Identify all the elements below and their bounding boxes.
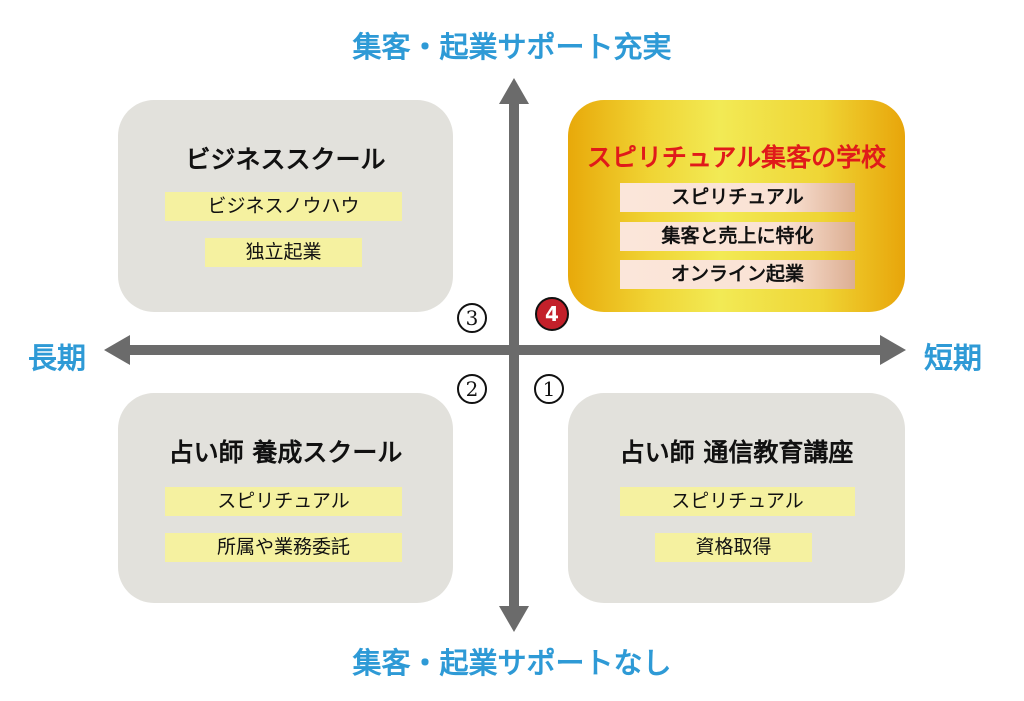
quadrant-title: スピリチュアル集客の学校 xyxy=(586,143,887,172)
tag: スピリチュアル xyxy=(620,183,855,212)
arrow-down-icon xyxy=(499,606,529,632)
axis-label-bottom: 集客・起業サポートなし xyxy=(352,646,672,680)
quadrant-correspondence-course: 占い師 通信教育講座 スピリチュアル 資格取得 xyxy=(568,393,905,603)
arrow-up-icon xyxy=(499,78,529,104)
quadrant-title: 占い師 養成スクール xyxy=(168,438,403,467)
axis-label-left: 長期 xyxy=(28,341,87,375)
tag: 資格取得 xyxy=(655,533,812,562)
quadrant-number-3: 3 xyxy=(457,303,487,333)
quadrant-title: 占い師 通信教育講座 xyxy=(619,438,854,467)
tag: 独立起業 xyxy=(205,238,362,267)
tag: ビジネスノウハウ xyxy=(165,192,402,221)
axis-label-right: 短期 xyxy=(924,341,983,375)
tag: オンライン起業 xyxy=(620,260,855,289)
quadrant-business-school: ビジネススクール ビジネスノウハウ 独立起業 xyxy=(118,100,453,312)
quadrant-number-1: 1 xyxy=(534,374,564,404)
axis-label-top: 集客・起業サポート充実 xyxy=(352,30,672,64)
tag: スピリチュアル xyxy=(165,487,402,516)
quadrant-number-2: 2 xyxy=(457,374,487,404)
quadrant-fortune-teller-school: 占い師 養成スクール スピリチュアル 所属や業務委託 xyxy=(118,393,453,603)
quadrant-spiritual-school: スピリチュアル集客の学校 スピリチュアル 集客と売上に特化 オンライン起業 xyxy=(568,100,905,312)
tag: スピリチュアル xyxy=(620,487,855,516)
quadrant-number-4: 4 xyxy=(535,297,569,331)
arrow-right-icon xyxy=(880,335,906,365)
tag: 所属や業務委託 xyxy=(165,533,402,562)
arrow-left-icon xyxy=(104,335,130,365)
horizontal-axis xyxy=(128,345,884,355)
quadrant-title: ビジネススクール xyxy=(185,145,386,174)
tag: 集客と売上に特化 xyxy=(620,222,855,251)
